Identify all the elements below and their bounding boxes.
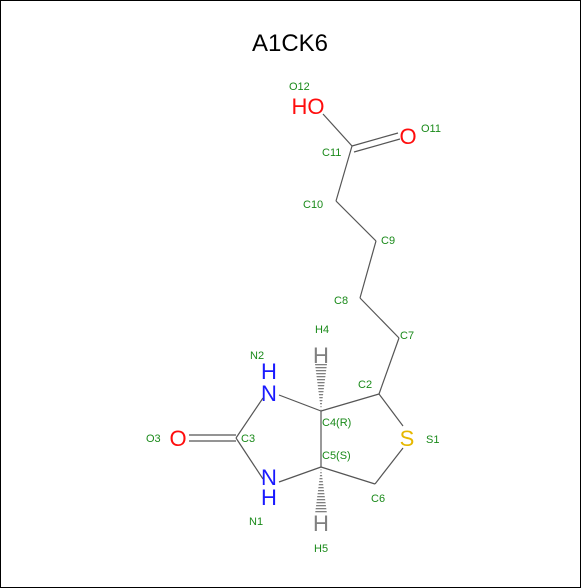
atom-label-c10: C10 [303,199,323,211]
bond-c11-o11-b [353,138,401,153]
bond-c7-c2 [378,337,400,395]
bond-c10-c9 [335,200,377,242]
bond-layer [189,113,404,514]
atom-label-c7: C7 [400,330,414,342]
bond-c5-n1 [278,466,322,483]
hydrogen-h5-symbol: H [313,511,329,536]
urea-oxygen-symbol: O [169,426,186,451]
bond-c11-c10 [335,145,353,202]
hydrogen-h4-symbol: H [313,343,329,368]
atom-label-o11: O11 [421,123,441,135]
atom-label-c8: C8 [334,295,348,307]
nitrogen-n2-symbol: N [261,381,277,406]
atom-label-n1: N1 [249,516,263,528]
bond-c8-c7 [359,297,400,339]
atom-label-o12: O12 [289,81,310,93]
atom-label-c11: C11 [322,147,341,159]
atom-label-h4: H4 [315,324,329,336]
bond-c4-n2 [278,394,322,412]
bond-o12-c11 [322,113,353,147]
atom-label-h5: H5 [314,543,328,555]
hydroxyl-symbol: HO [292,94,325,119]
wedge-c5-h5 [315,467,327,514]
element-symbols: HO O O N H N H H H S [169,94,416,536]
atom-label-c3: C3 [241,433,255,445]
bond-c6-c5 [320,466,376,485]
bond-n1-c3 [235,437,264,480]
atom-label-c4: C4(R) [322,417,351,429]
carbonyl-oxygen-symbol: O [399,124,416,149]
bond-s1-c6 [374,447,404,485]
sulfur-symbol: S [400,426,415,451]
atom-labels: O12 O11 C11 C10 C9 C8 C7 H4 N2 C2 O3 C3 … [146,81,441,555]
atom-label-c5: C5(S) [322,450,351,462]
bond-c2-c4 [320,393,380,412]
bond-n2-c3 [235,397,264,439]
hydrogen-on-n2-symbol: H [261,359,277,384]
wedge-c4-h4 [315,364,327,411]
atom-label-s1: S1 [426,434,439,446]
atom-label-n2: N2 [250,350,264,362]
atom-label-o3: O3 [146,433,161,445]
atom-label-c9: C9 [381,235,395,247]
bond-c11-o11-a [351,132,399,147]
atom-label-c6: C6 [371,493,385,505]
molecule-title: A1CK6 [252,30,328,57]
nitrogen-n1-symbol: N [261,465,277,490]
bond-c9-c8 [359,240,377,299]
atom-label-c2: C2 [358,379,372,391]
hydrogen-on-n1-symbol: H [261,485,277,510]
bond-c2-s1 [378,393,404,427]
